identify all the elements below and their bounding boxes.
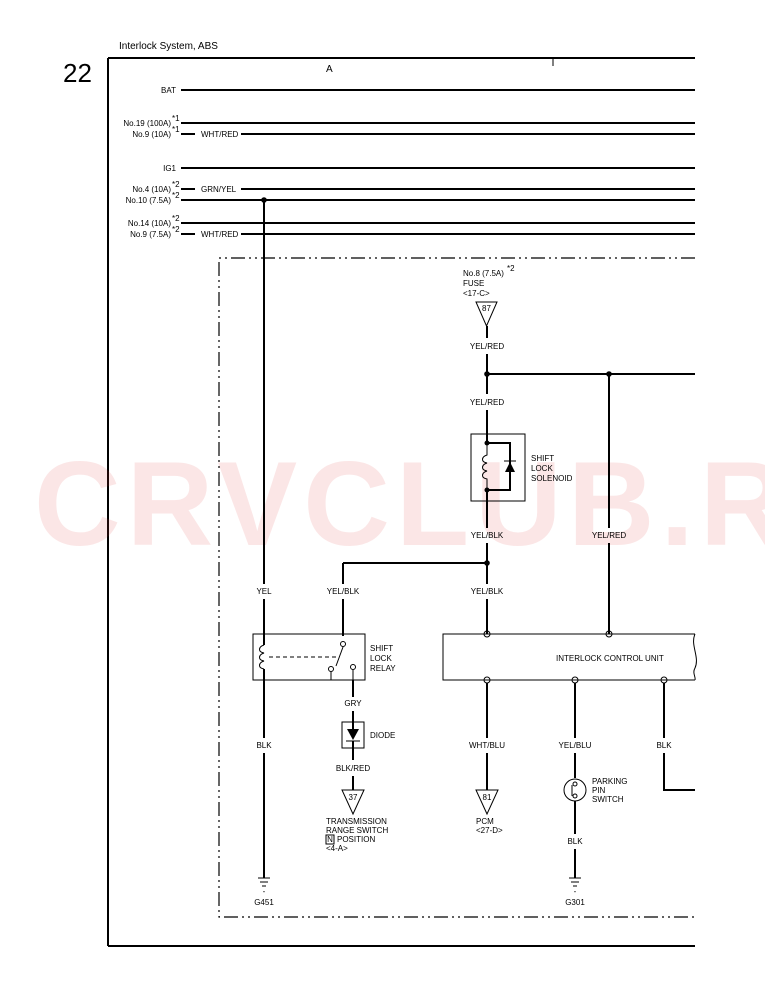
trs-n-box	[325, 834, 335, 845]
rail-bat-label: BAT	[161, 86, 176, 95]
rail-fuse14-label: No.14 (10A)	[128, 219, 171, 228]
rail-fuse19-sup: *1	[172, 114, 180, 123]
solenoid-coil	[482, 443, 488, 490]
solenoid-line2: LOCK	[531, 464, 553, 473]
ground-g301-symbol	[569, 877, 581, 887]
trs-connector-triangle	[341, 789, 365, 816]
relay-box	[252, 633, 366, 681]
ground-g301-label: G301	[565, 898, 585, 907]
relay-line2: LOCK	[370, 654, 392, 663]
rail-fuse10-label: No.10 (7.5A)	[126, 196, 172, 205]
wire-label-blk-park: BLK	[567, 837, 583, 846]
rail-fuse9a-sup: *1	[172, 125, 180, 134]
solenoid-line1: SHIFT	[531, 454, 554, 463]
rail-fuse9a-wire: WHT/RED	[201, 130, 239, 139]
pcm-connector: 81	[483, 793, 492, 802]
trs-line1: TRANSMISSION	[326, 817, 387, 826]
icu-label: INTERLOCK CONTROL UNIT	[556, 654, 664, 663]
wire-label-yel-blk-sol: YEL/BLK	[471, 531, 504, 540]
column-marker-i: I	[551, 64, 554, 75]
parking-switch-contact-bottom	[572, 793, 578, 799]
parking-switch-contact-top	[572, 781, 578, 787]
ground-g451-label: G451	[254, 898, 274, 907]
wire-label-yel-blk-icu: YEL/BLK	[471, 587, 504, 596]
wire-blk-icu-b	[663, 753, 695, 791]
fuse8-line3: <17-C>	[463, 289, 490, 298]
solenoid-diode-triangle	[505, 462, 515, 472]
wire-label-yel-blk-relay: YEL/BLK	[327, 587, 360, 596]
wire-label-yel-blu: YEL/BLU	[559, 741, 592, 750]
rail-fuse9b-label: No.9 (7.5A)	[130, 230, 171, 239]
wire-label-yel-red-1: YEL/RED	[470, 342, 504, 351]
relay-contact-no	[350, 664, 356, 670]
column-marker-a: A	[326, 64, 333, 75]
solenoid-line3: SOLENOID	[531, 474, 573, 483]
junction-a	[484, 371, 490, 377]
icu-pin-2	[605, 630, 613, 638]
icu-pin-1	[483, 630, 491, 638]
relay-line3: RELAY	[370, 664, 396, 673]
icu-box	[442, 633, 695, 681]
ground-g451-dash: -	[263, 887, 266, 896]
rail-fuse9a-label: No.9 (10A)	[132, 130, 171, 139]
rail-fuse4-sup: *2	[172, 180, 180, 189]
pcm-line2: <27-D>	[476, 826, 503, 835]
relay-arm	[335, 646, 344, 667]
ground-g451-symbol	[258, 877, 270, 887]
junction-c	[484, 560, 490, 566]
rail-fuse19-label: No.19 (100A)	[123, 119, 171, 128]
pcm-line1: PCM	[476, 817, 494, 826]
parking-switch-line3: SWITCH	[592, 795, 624, 804]
parking-switch-line2: PIN	[592, 786, 606, 795]
watermark: CRVCLUB.RU	[34, 437, 765, 571]
trs-connector: 37	[349, 793, 358, 802]
wire-label-wht-blu: WHT/BLU	[469, 741, 505, 750]
diode-label: DIODE	[370, 731, 395, 740]
wire-label-gry: GRY	[344, 699, 362, 708]
page-number: 22	[63, 58, 92, 88]
rail-fuse4-wire: GRN/YEL	[201, 185, 237, 194]
relay-contact-nc	[328, 666, 334, 672]
relay-coil	[259, 644, 265, 670]
rail-fuse4-label: No.4 (10A)	[132, 185, 171, 194]
wire-label-yel-red-2: YEL/RED	[470, 398, 504, 407]
trs-line4: <4-A>	[326, 844, 348, 853]
icu-break	[693, 633, 697, 681]
relay-line1: SHIFT	[370, 644, 393, 653]
parking-switch-line1: PARKING	[592, 777, 627, 786]
fuse8-line1: No.8 (7.5A)	[463, 269, 504, 278]
trs-line2: RANGE SWITCH	[326, 826, 388, 835]
trs-line3: POSITION	[337, 835, 375, 844]
diode-triangle	[347, 729, 359, 740]
wire-label-yel: YEL	[256, 587, 272, 596]
fuse8-connector: 87	[482, 304, 491, 313]
solenoid-box	[470, 433, 526, 502]
rail-fuse9b-sup: *2	[172, 225, 180, 234]
relay-contact-top	[340, 641, 346, 647]
wire-label-blk-red: BLK/RED	[336, 764, 370, 773]
pcm-connector-triangle	[475, 789, 499, 816]
trs-n-label: N	[327, 835, 333, 844]
wire-label-blk-icu: BLK	[656, 741, 672, 750]
fuse8-line2: FUSE	[463, 279, 484, 288]
wire-label-yel-red-right: YEL/RED	[592, 531, 626, 540]
rail-fuse14-sup: *2	[172, 214, 180, 223]
rail-fuse9b-wire: WHT/RED	[201, 230, 239, 239]
fuse8-sup: *2	[507, 264, 515, 273]
fuse8-connector-triangle	[475, 301, 498, 328]
ground-g301-dash: -	[574, 887, 577, 896]
rail-fuse10-sup: *2	[172, 191, 180, 200]
module-boundary	[218, 257, 695, 918]
wire-label-blk-left: BLK	[256, 741, 272, 750]
page-title: Interlock System, ABS	[119, 41, 218, 52]
rail-ig1-label: IG1	[163, 164, 176, 173]
